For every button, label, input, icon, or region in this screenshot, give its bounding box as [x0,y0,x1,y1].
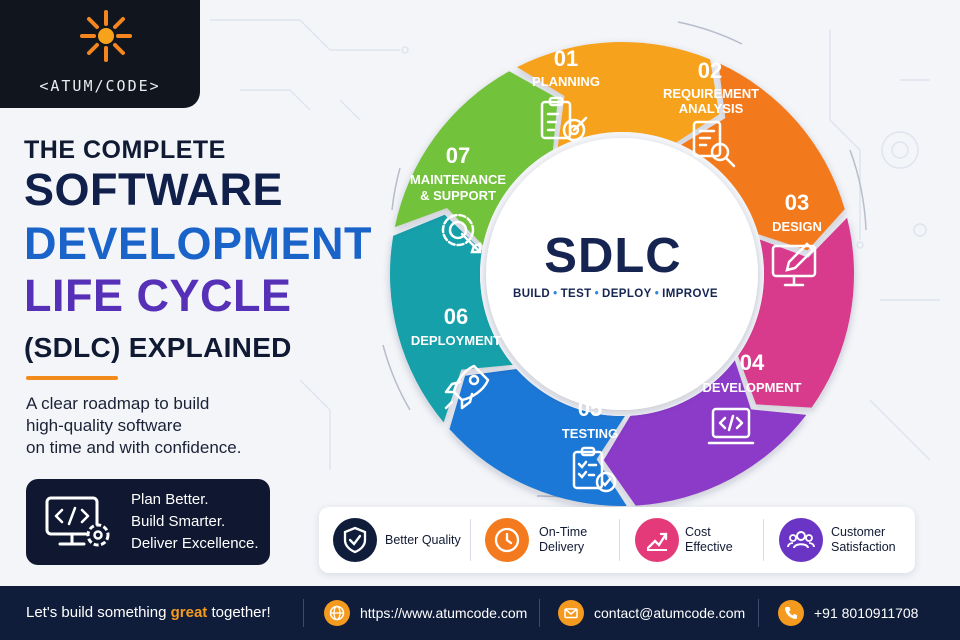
phone-icon [778,600,804,626]
subtitle-line-3: on time and with confidence. [26,438,242,457]
footer-email: contact@atumcode.com [594,605,746,621]
center-step-2: TEST [560,288,592,300]
center-step-1: BUILD [513,288,551,300]
clock-icon [485,518,529,562]
subtitle: A clear roadmap to build high-quality so… [26,393,326,459]
center-title: SDLC [544,229,682,283]
wheel-segment-04[interactable] [603,360,807,506]
center-dot-2: • [594,288,600,300]
brand-name: <ATUM/CODE> [39,77,161,95]
benefit-delivery-label-1: On-Time [539,525,588,539]
promo-line-3: Deliver Excellence. [131,535,259,552]
shield-check-icon [333,518,377,562]
benefit-quality[interactable]: Better Quality [319,507,467,573]
footer-phone: +91 8010911708 [814,605,919,621]
footer-website: https://www.atumcode.com [360,605,528,621]
users-icon [779,518,823,562]
benefit-divider [619,519,620,561]
footer-email-link[interactable]: contact@atumcode.com [558,586,745,640]
headline-underline [26,376,118,380]
wheel-segments [389,42,855,506]
benefit-quality-label: Better Quality [385,532,461,547]
brand-logo[interactable]: <ATUM/CODE> [0,0,200,108]
benefit-cost-label-1: Cost [685,525,711,539]
center-dot-1: • [553,288,558,300]
wheel-segment-03[interactable] [738,217,855,408]
promo-line-2: Build Smarter. [131,513,226,530]
footer-tagline-highlight: great [170,604,208,621]
subtitle-line-1: A clear roadmap to build [26,394,210,413]
benefit-satisfaction-label-1: Customer [831,525,886,539]
footer-website-link[interactable]: https://www.atumcode.com [324,586,527,640]
growth-chart-icon [635,518,679,562]
subtitle-line-2: high-quality software [26,416,182,435]
promo-line-1: Plan Better. [131,491,209,508]
footer-divider [303,599,304,627]
footer-tagline: Let's build something great together! [26,586,271,640]
center-steps: BUILD•TEST•DEPLOY•IMPROVE [513,288,718,300]
footer-phone-link[interactable]: +91 8010911708 [778,586,918,640]
globe-icon [324,600,350,626]
headline-line-5: (SDLC) EXPLAINED [24,332,292,363]
headline-line-4: LIFE CYCLE [24,270,292,321]
center-dot-3: • [654,288,660,300]
headline-line-1: THE COMPLETE [24,136,226,164]
benefit-cost-label-2: Effective [685,540,733,554]
benefit-divider [763,519,764,561]
footer-divider [539,599,540,627]
headline-line-3: DEVELOPMENT [24,218,373,269]
wheel-segment-06[interactable] [389,214,513,423]
center-step-4: IMPROVE [662,288,718,300]
benefit-divider [470,519,471,561]
footer-divider [758,599,759,627]
footer: Let's build something great together! ht… [0,586,960,640]
promo-box: Plan Better. Build Smarter. Deliver Exce… [26,479,270,565]
benefit-delivery-label-2: Delivery [539,540,585,554]
wheel-segment-07[interactable] [394,71,558,246]
center-step-3: DEPLOY [602,288,652,300]
benefit-satisfaction-label-2: Satisfaction [831,540,896,554]
mail-icon [558,600,584,626]
headline-line-2: SOFTWARE [24,164,283,215]
footer-tagline-pre: Let's build something [26,604,171,621]
monitor-code-gear-icon [45,496,110,547]
sun-logo-icon [80,10,132,62]
footer-tagline-post: together! [207,604,271,621]
wheel-segment-02[interactable] [680,62,845,251]
